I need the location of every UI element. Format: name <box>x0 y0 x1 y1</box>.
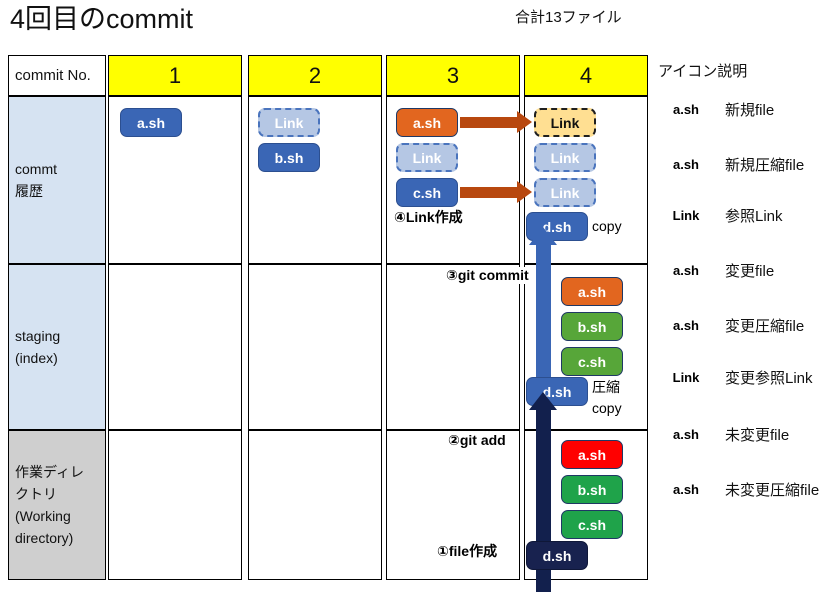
cell-staging-1 <box>108 264 242 430</box>
legend-chip: a.sh <box>672 317 699 333</box>
cell-working-2 <box>248 430 382 580</box>
legend-chip: a.sh <box>672 426 699 442</box>
file-chip-staging-c4-1[interactable]: b.sh <box>561 312 623 341</box>
legend-label: 参照Link <box>725 207 783 225</box>
link-arrow-top <box>460 111 532 134</box>
legend-item-same-zip: a.sh 未変更圧縮file <box>658 475 819 503</box>
legend-label: 新規file <box>725 101 775 119</box>
column-header-4: 4 <box>524 55 648 96</box>
legend-label: 変更圧縮file <box>725 317 805 335</box>
row-label-line: commt <box>15 161 57 177</box>
row-label-line: (Working <box>15 508 71 524</box>
annotation-step3: ③git commit <box>446 267 529 284</box>
legend-chip: a.sh <box>672 481 699 497</box>
cell-staging-2 <box>248 264 382 430</box>
column-header-3: 3 <box>386 55 520 96</box>
annotation-step4: ④Link作成 <box>394 207 463 227</box>
row-label-line: クトリ <box>15 486 57 502</box>
file-chip-commit-c2-0[interactable]: Link <box>258 108 320 137</box>
annotation-step1: ①file作成 <box>437 541 498 561</box>
file-chip-commit-c3-1[interactable]: Link <box>396 143 458 172</box>
file-chip-commit-c4-2[interactable]: Link <box>534 178 596 207</box>
legend-item-new-file: a.sh 新規file <box>658 95 774 123</box>
row-label-line: (index) <box>15 350 58 366</box>
legend-label: 未変更file <box>725 426 790 444</box>
file-chip-working-c4-0[interactable]: a.sh <box>561 440 623 469</box>
legend-item-mod-ref-link: Link 変更参照Link <box>658 363 813 391</box>
file-chip-commit-c4-0[interactable]: Link <box>534 108 596 137</box>
legend-item-same-file: a.sh 未変更file <box>658 420 789 448</box>
file-chip-working-c4-2[interactable]: c.sh <box>561 510 623 539</box>
file-chip-commit-c3-2[interactable]: c.sh <box>396 178 458 207</box>
staging-compress-note: 圧縮 <box>592 379 620 395</box>
legend-item-mod-file: a.sh 変更file <box>658 256 774 284</box>
column-header-1: 1 <box>108 55 242 96</box>
row-label-working-directory: 作業ディレ クトリ (Working directory) <box>8 430 106 580</box>
commit-flow-table: commit No. 1 2 3 4 commt 履歴 staging (ind… <box>8 55 648 592</box>
legend-label: 新規圧縮file <box>725 156 805 174</box>
legend-item-ref-link: Link 参照Link <box>658 201 783 229</box>
file-chip-commit-c2-1[interactable]: b.sh <box>258 143 320 172</box>
table-corner-label: commit No. <box>8 55 106 96</box>
legend-chip: Link <box>672 369 700 385</box>
legend-chip: a.sh <box>672 262 699 278</box>
file-chip-commit-c1-0[interactable]: a.sh <box>120 108 182 137</box>
legend-chip: Link <box>672 207 700 223</box>
cell-staging-3 <box>386 264 520 430</box>
file-chip-working-c4-1[interactable]: b.sh <box>561 475 623 504</box>
page-title: 4回目のcommit <box>10 4 194 34</box>
row-label-commit-history: commt 履歴 <box>8 96 106 264</box>
cell-working-1 <box>108 430 242 580</box>
file-chip-working-c4-3[interactable]: d.sh <box>526 541 588 570</box>
annotation-step2: ②git add <box>448 432 506 449</box>
legend-label: 変更file <box>725 262 775 280</box>
legend-item-new-zip: a.sh 新規圧縮file <box>658 150 804 178</box>
row-label-line: staging <box>15 328 61 344</box>
legend-item-mod-zip: a.sh 変更圧縮file <box>658 311 804 339</box>
column-header-2: 2 <box>248 55 382 96</box>
link-arrow-bottom <box>460 181 532 204</box>
file-chip-commit-c4-1[interactable]: Link <box>534 143 596 172</box>
staging-copy-note: copy <box>592 400 622 416</box>
legend-chip: a.sh <box>672 101 699 117</box>
file-chip-staging-c4-0[interactable]: a.sh <box>561 277 623 306</box>
commit-copy-note: copy <box>592 218 622 234</box>
row-label-line: 作業ディレ <box>15 464 85 480</box>
legend-title: アイコン説明 <box>658 63 748 80</box>
file-chip-commit-c3-0[interactable]: a.sh <box>396 108 458 137</box>
row-label-line: directory) <box>15 530 74 546</box>
legend-chip: a.sh <box>672 156 699 172</box>
file-chip-staging-c4-2[interactable]: c.sh <box>561 347 623 376</box>
row-label-line: 履歴 <box>15 183 43 199</box>
legend-label: 変更参照Link <box>725 369 813 387</box>
total-files-note: 合計13ファイル <box>515 9 622 26</box>
legend-label: 未変更圧縮file <box>725 481 820 499</box>
row-label-staging: staging (index) <box>8 264 106 430</box>
